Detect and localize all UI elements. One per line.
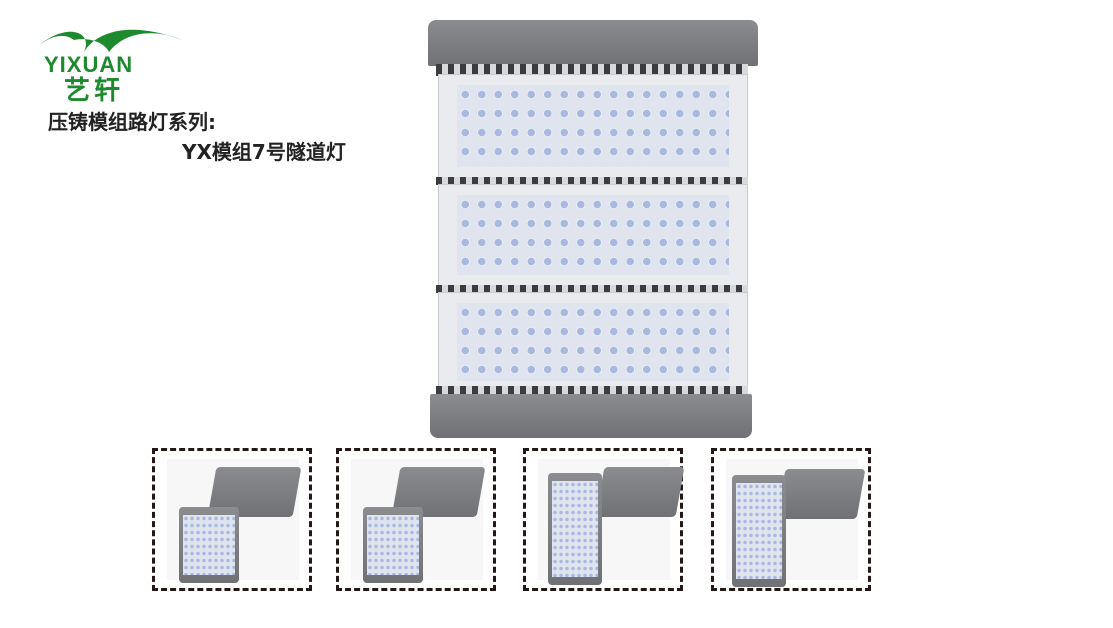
bottom-cap: [430, 394, 752, 438]
logo-text-en: YIXUAN: [44, 52, 134, 77]
led-module-1: [438, 74, 748, 178]
top-cap: [428, 20, 758, 66]
thumbnail-1[interactable]: [152, 448, 312, 591]
thumbnail-2[interactable]: [336, 448, 496, 591]
led-module-2: [438, 184, 748, 286]
series-title: 压铸模组路灯系列:: [48, 110, 216, 134]
product-title: YX模组7号隧道灯: [182, 140, 346, 164]
heat-sink-mid-1: [436, 177, 748, 185]
logo-text-cn: 艺轩: [64, 76, 125, 106]
thumbnail-3[interactable]: [523, 448, 685, 591]
heat-sink-mid-2: [436, 285, 748, 293]
heat-sink-top: [436, 64, 748, 76]
led-module-3: [438, 292, 748, 392]
thumbnail-4[interactable]: [711, 448, 871, 591]
heat-sink-bottom: [436, 386, 748, 396]
logo-swoosh: [36, 29, 182, 52]
